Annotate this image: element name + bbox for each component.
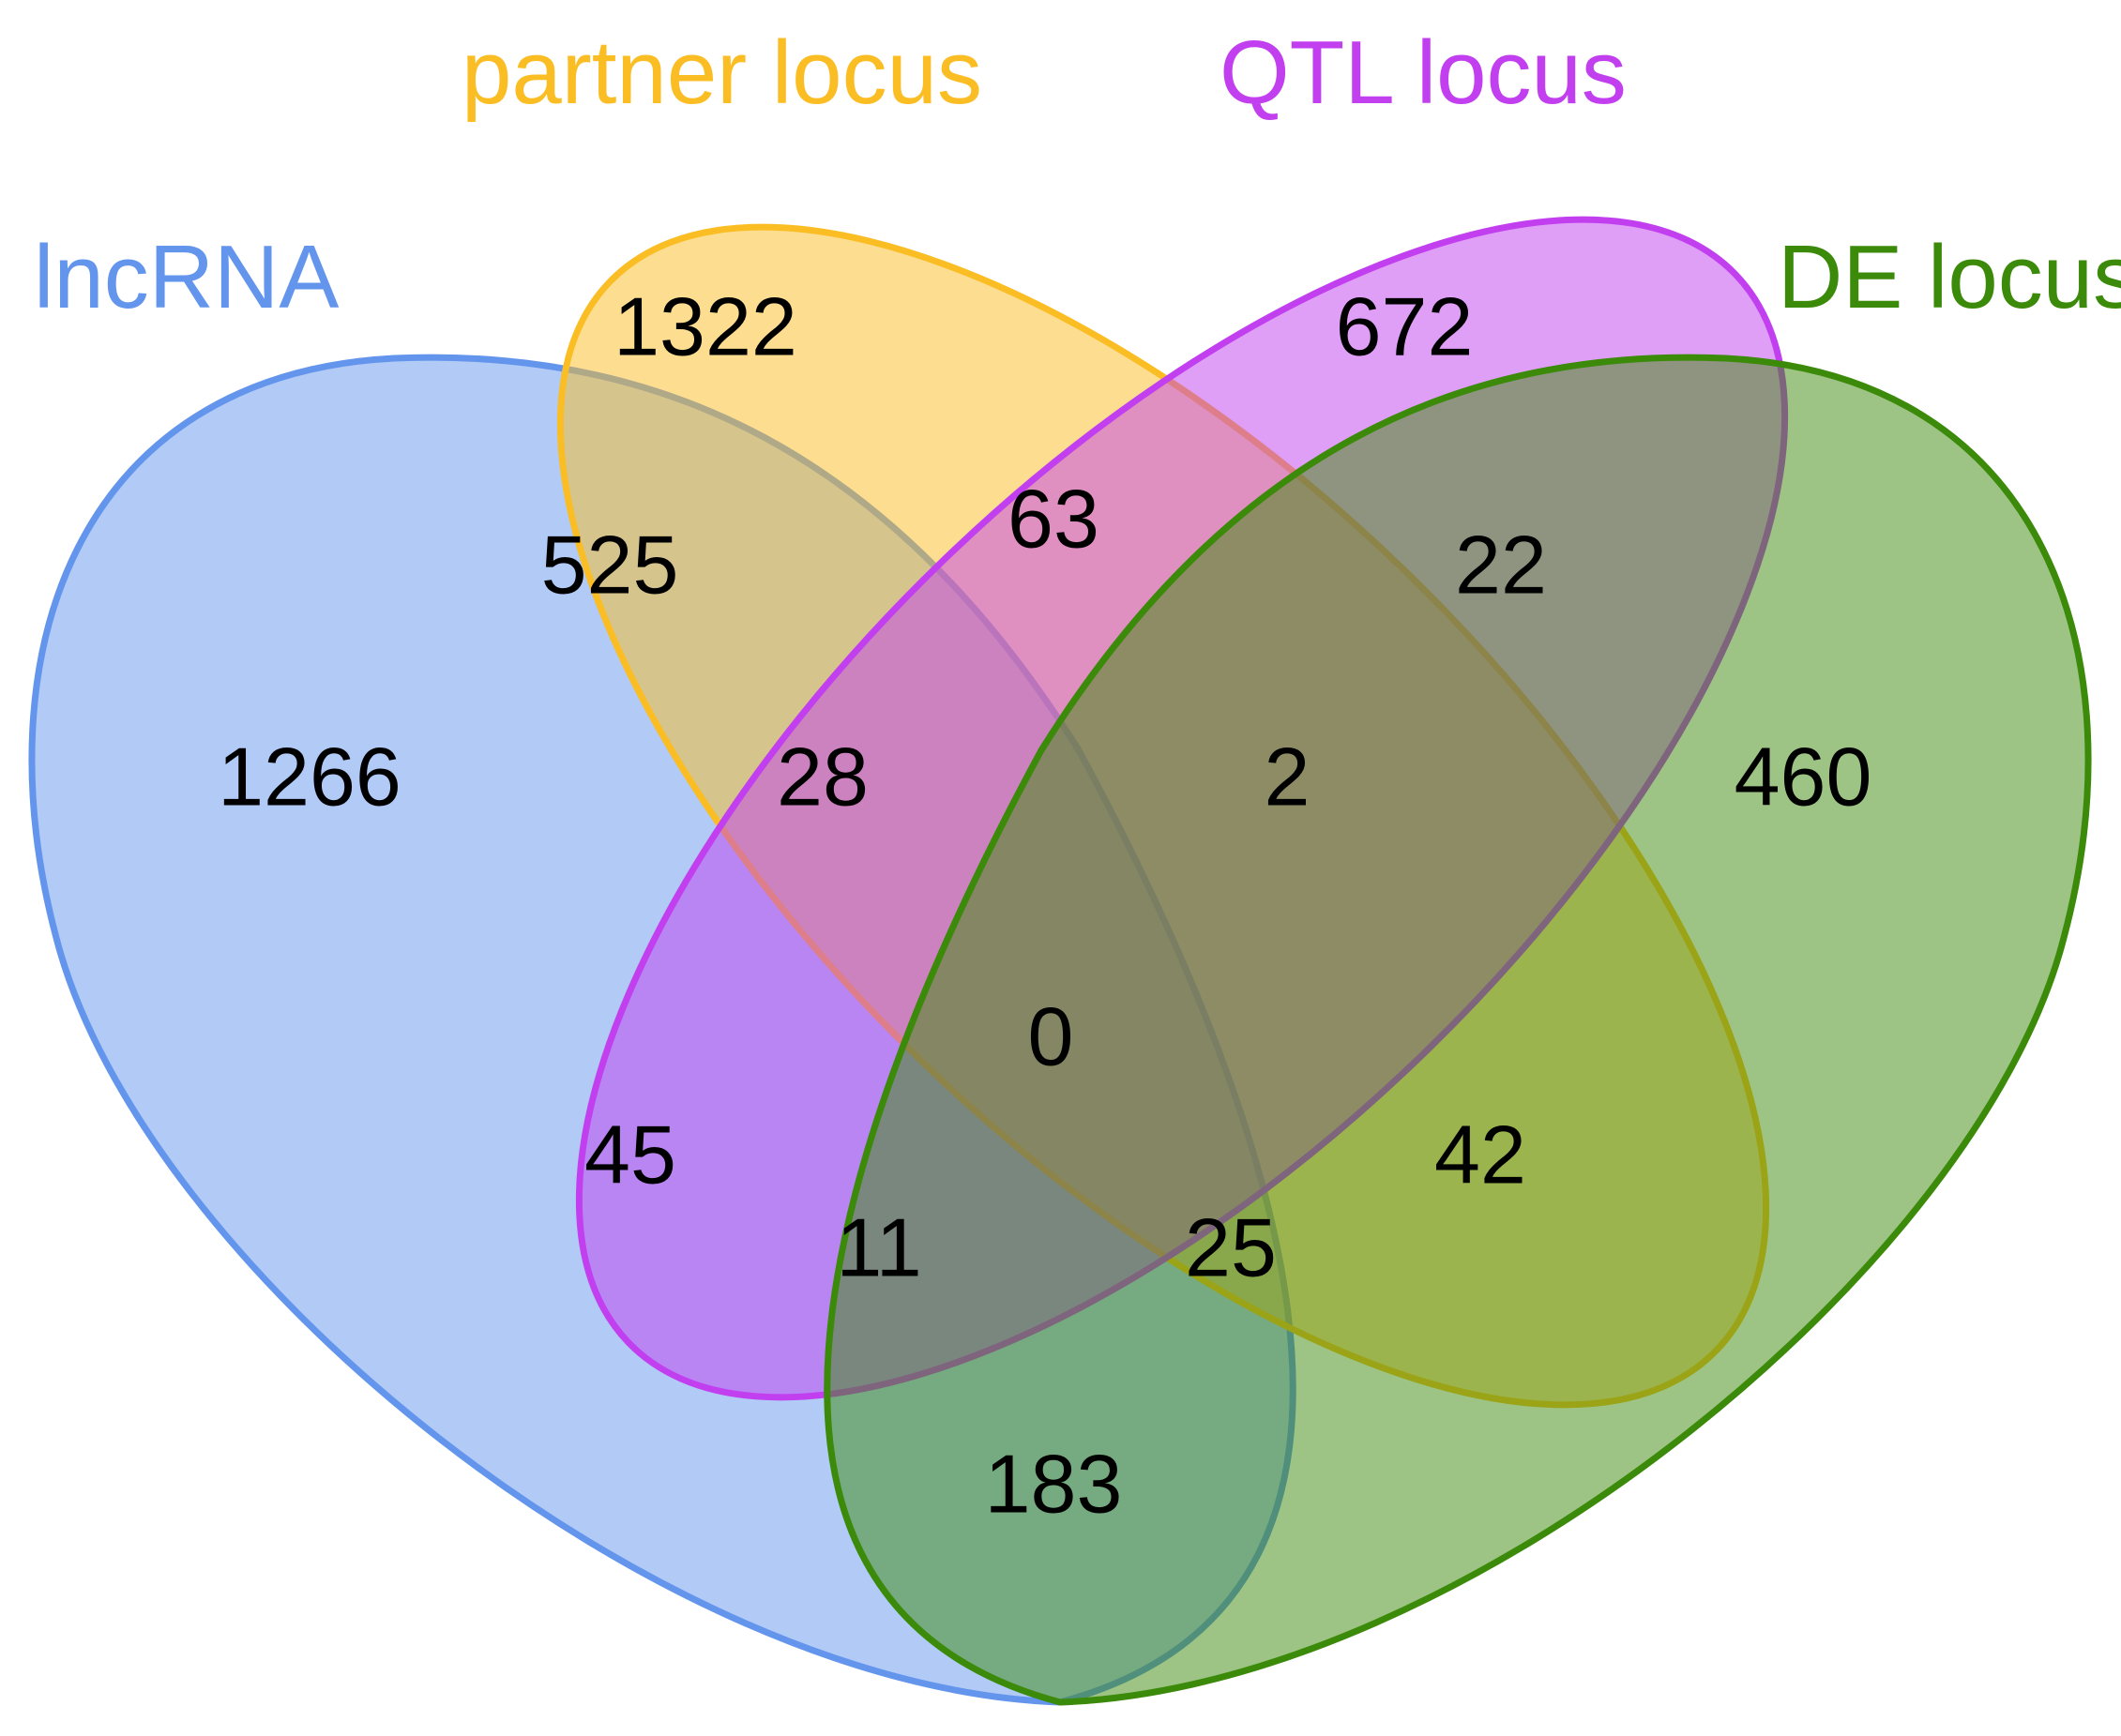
count-lncrna-partner: 525: [541, 519, 679, 611]
count-lncrna-de: 183: [985, 1438, 1123, 1531]
count-partner-qtl-de: 2: [1265, 731, 1310, 823]
count-partner-de: 42: [1434, 1109, 1526, 1201]
set-label-partner: partner locus: [462, 23, 982, 123]
count-partner-qtl: 63: [1007, 473, 1099, 566]
count-lncrna-partner-qtl: 28: [777, 731, 869, 823]
count-lncrna-partner-de: 25: [1185, 1201, 1277, 1294]
count-de-only: 460: [1735, 731, 1872, 823]
set-label-de: DE locus: [1778, 227, 2121, 327]
count-qtl-only: 672: [1336, 280, 1474, 373]
count-qtl-de: 22: [1455, 519, 1547, 611]
count-all-four: 0: [1028, 990, 1074, 1083]
count-lncrna-qtl-de: 11: [836, 1201, 921, 1294]
set-label-qtl: QTL locus: [1220, 23, 1627, 123]
count-lncrna-qtl: 45: [584, 1109, 676, 1201]
count-partner-only: 1322: [614, 280, 797, 373]
set-label-lncrna: lncRNA: [34, 227, 339, 327]
set-de-shape: [824, 354, 2092, 1706]
count-lncrna-only: 1266: [218, 731, 401, 823]
